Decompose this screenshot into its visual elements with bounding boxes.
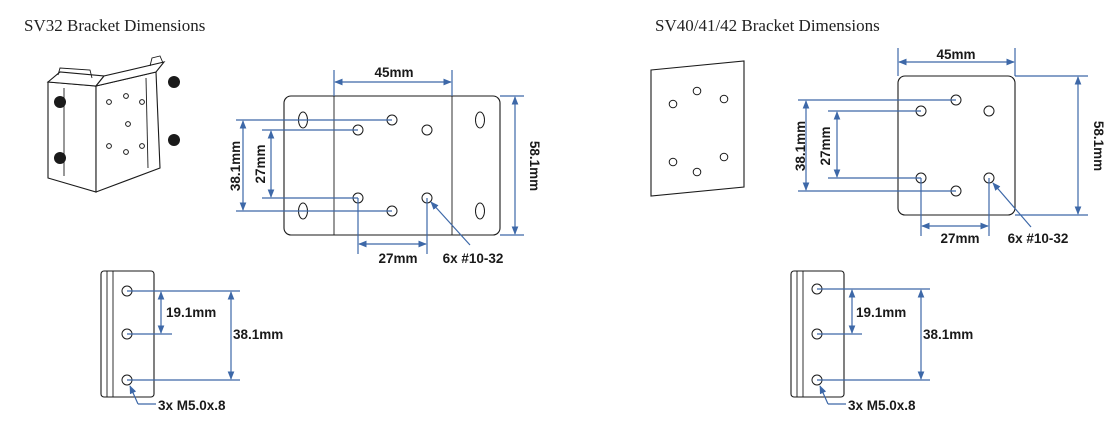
sv40-side-small-label: 19.1mm bbox=[856, 305, 906, 320]
sv32-front-plate bbox=[283, 95, 501, 236]
sv32-side-large-label: 38.1mm bbox=[233, 327, 283, 342]
sv32-bottom-horizontal-label: 27mm bbox=[378, 251, 417, 266]
sv40-front-plate bbox=[897, 75, 1016, 216]
sv32-hole-callout: 6x #10-32 bbox=[443, 251, 504, 266]
sv40-bracket-illustration bbox=[650, 60, 745, 197]
sv40-bottom-horizontal-label: 27mm bbox=[940, 231, 979, 246]
sv40-section-title: SV40/41/42 Bracket Dimensions bbox=[655, 16, 880, 35]
sv40-side-large-label: 38.1mm bbox=[923, 327, 973, 342]
sv40-outer-vertical-label: 38.1mm bbox=[793, 121, 808, 171]
sv32-outer-vertical-label: 38.1mm bbox=[228, 141, 243, 191]
sv40-side-callout: 3x M5.0x.8 bbox=[848, 398, 916, 413]
sv32-front-dimensions bbox=[236, 70, 524, 254]
sv40-height-label: 58.1mm bbox=[1091, 121, 1105, 171]
sv32-width-label: 45mm bbox=[374, 65, 413, 80]
sv40-hole-callout: 6x #10-32 bbox=[1008, 231, 1069, 246]
sv40-front-dimensions bbox=[798, 48, 1088, 236]
sv32-bracket-illustration bbox=[46, 55, 180, 193]
sv40-inner-vertical-label: 27mm bbox=[818, 126, 833, 165]
sv40-width-label: 45mm bbox=[936, 47, 975, 62]
sv32-height-label: 58.1mm bbox=[527, 141, 542, 191]
sv32-inner-vertical-label: 27mm bbox=[253, 144, 268, 183]
sv32-section-title: SV32 Bracket Dimensions bbox=[24, 16, 206, 35]
sv32-side-dimensions bbox=[127, 290, 240, 405]
sv32-side-small-label: 19.1mm bbox=[166, 305, 216, 320]
sv40-side-dimensions bbox=[817, 288, 930, 405]
sv32-side-callout: 3x M5.0x.8 bbox=[158, 398, 226, 413]
